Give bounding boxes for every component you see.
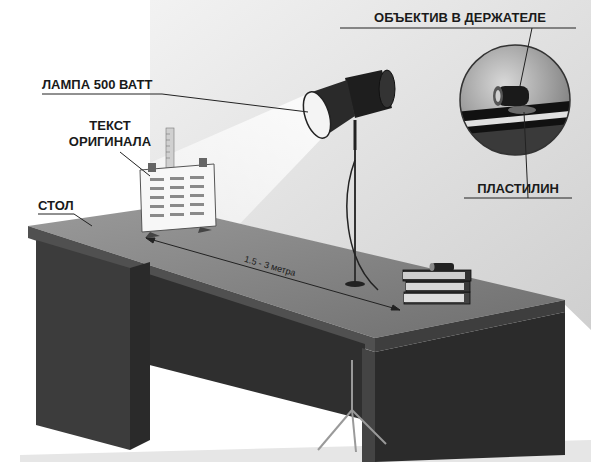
dimension-line	[146, 238, 400, 310]
leader-lines	[38, 28, 576, 226]
test-chart	[140, 128, 216, 238]
desk-panel	[130, 268, 365, 420]
light-beam	[138, 92, 322, 232]
books	[403, 263, 471, 304]
desk-right-pedestal-front	[362, 348, 375, 462]
tripod	[318, 360, 386, 452]
callout-label: ТЕКСТ ОРИГИНАЛА	[60, 118, 160, 150]
callout-label: ОБЪЕКТИВ В ДЕРЖАТЕЛЕ	[344, 10, 576, 26]
callout-label: СТОЛ	[38, 198, 98, 214]
desk-right-pedestal-side	[375, 312, 565, 462]
inset-detail	[455, 45, 580, 165]
callout-label: ПЛАСТИЛИН	[464, 181, 572, 197]
lamp	[298, 70, 395, 290]
lens	[432, 263, 454, 271]
dimension-label: 1.5 - 3 метра	[225, 246, 316, 286]
desk-left-pedestal	[36, 240, 130, 450]
desk-left-pedestal-side	[130, 262, 150, 450]
callout-label: ЛАМПА 500 ВАТТ	[42, 77, 172, 93]
